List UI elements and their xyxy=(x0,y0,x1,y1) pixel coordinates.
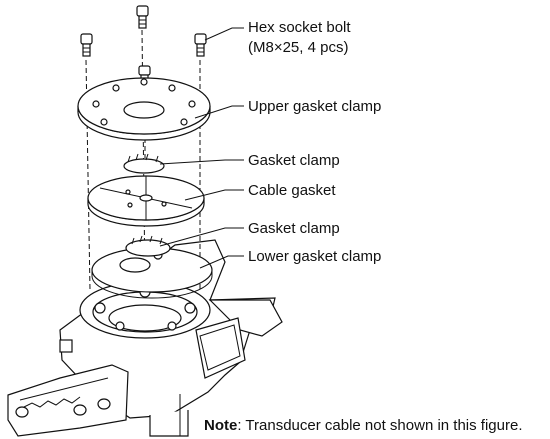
label-upper-gasket-clamp: Upper gasket clamp xyxy=(248,98,381,115)
bolt-left xyxy=(80,33,93,57)
cable-gasket xyxy=(87,175,205,227)
note-text: : Transducer cable not shown in this fig… xyxy=(237,417,522,434)
leader-lines xyxy=(159,27,244,269)
upper-gasket-clamp xyxy=(77,77,211,141)
figure-note: Note: Transducer cable not shown in this… xyxy=(204,417,523,434)
label-hex-socket-bolt: Hex socket bolt xyxy=(248,19,351,36)
label-hex-socket-bolt-spec: (M8×25, 4 pcs) xyxy=(248,39,348,56)
label-gasket-clamp-top: Gasket clamp xyxy=(248,152,340,169)
label-cable-gasket: Cable gasket xyxy=(248,182,336,199)
label-gasket-clamp-bottom: Gasket clamp xyxy=(248,220,340,237)
gasket-clamp-bottom xyxy=(125,235,171,257)
note-prefix: Note xyxy=(204,417,237,434)
hex-socket-bolts xyxy=(80,5,207,86)
bolt-right xyxy=(194,33,207,57)
bolt-center xyxy=(136,5,149,29)
gasket-clamp-top xyxy=(123,153,165,174)
label-lower-gasket-clamp: Lower gasket clamp xyxy=(248,248,381,265)
